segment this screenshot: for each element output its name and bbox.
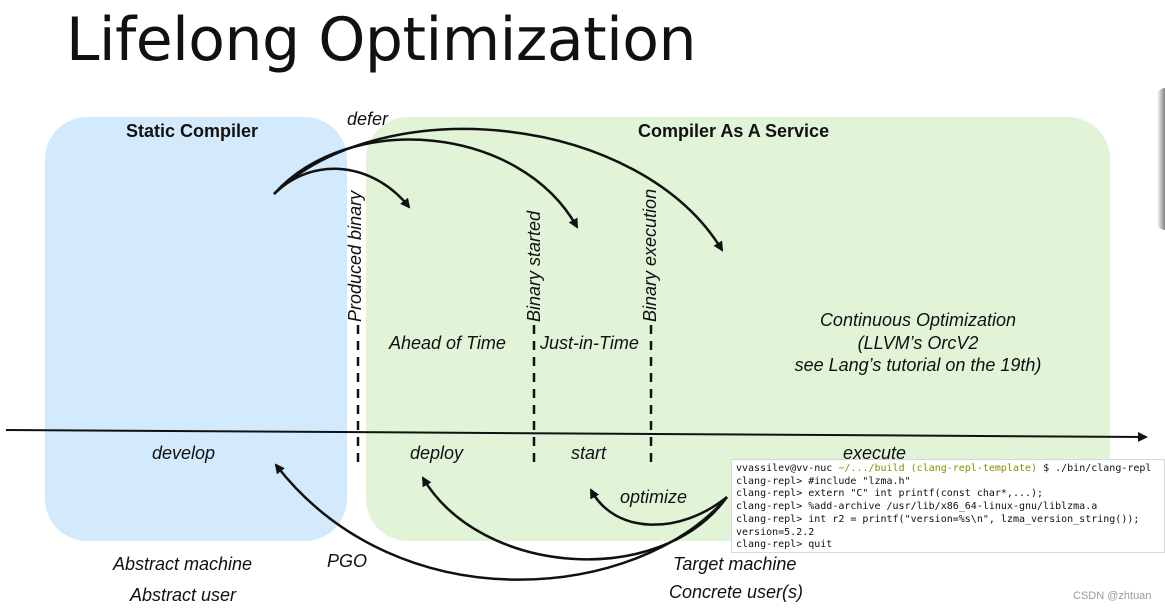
- page-title: Lifelong Optimization: [66, 5, 697, 75]
- continuous-optimization-line-3: see Lang’s tutorial on the 19th): [794, 355, 1042, 375]
- execute-label: execute: [843, 443, 907, 463]
- terminal-command: $ ./bin/clang-repl: [1037, 463, 1152, 474]
- optimize-label: optimize: [620, 487, 688, 507]
- terminal-line-5: clang-repl> int r2 = printf("version=%s\…: [736, 513, 1140, 525]
- terminal-line-6: version=5.2.2: [736, 526, 815, 538]
- terminal-line-2: clang-repl> #include "lzma.h": [736, 475, 911, 487]
- terminal-line-3: clang-repl> extern "C" int printf(const …: [736, 488, 1044, 500]
- binary-started-label: Binary started: [524, 210, 544, 322]
- timeline-axis: [5, 429, 1148, 442]
- terminal-prompt-host: vvassilev@vv-nuc: [736, 463, 839, 474]
- concrete-users-label: Concrete user(s): [669, 582, 804, 602]
- continuous-optimization-line-2: (LLVM’s OrcV2: [857, 333, 979, 353]
- optimize-arrow: [589, 488, 728, 526]
- terminal-prompt-path: ~/.../build (clang-repl-template): [838, 463, 1038, 474]
- develop-label: develop: [152, 443, 216, 463]
- static-compiler-panel: [45, 117, 347, 541]
- defer-arrow-continuous: [273, 127, 724, 252]
- terminal-line-4: clang-repl> %add-archive /usr/lib/x86_64…: [736, 501, 1098, 513]
- pgo-label: PGO: [327, 551, 368, 571]
- produced-binary-label: Produced binary: [345, 190, 365, 322]
- deploy-feedback-arrow: [421, 476, 729, 561]
- edge-thumbnail: [1157, 88, 1165, 230]
- defer-arrow-jit: [273, 138, 579, 229]
- ahead-of-time-label: Ahead of Time: [389, 333, 506, 353]
- continuous-optimization-line-1: Continuous Optimization: [819, 310, 1017, 330]
- compiler-as-a-service-heading: Compiler As A Service: [638, 121, 830, 141]
- deploy-label: deploy: [410, 443, 464, 463]
- watermark: CSDN @zhtuan: [1073, 590, 1152, 602]
- defer-label: defer: [347, 109, 389, 129]
- just-in-time-label: Just-in-Time: [540, 333, 639, 353]
- target-machine-label: Target machine: [673, 554, 797, 574]
- start-label: start: [571, 443, 607, 463]
- binary-execution-label: Binary execution: [640, 188, 660, 322]
- terminal-line-1: vvassilev@vv-nuc ~/.../build (clang-repl…: [736, 463, 1164, 476]
- static-compiler-heading: Static Compiler: [126, 121, 259, 141]
- abstract-user-label: Abstract user: [130, 585, 237, 605]
- terminal-line-7: clang-repl> quit: [736, 539, 833, 551]
- clang-repl-terminal: vvassilev@vv-nuc ~/.../build (clang-repl…: [731, 459, 1165, 553]
- abstract-machine-label: Abstract machine: [113, 554, 253, 574]
